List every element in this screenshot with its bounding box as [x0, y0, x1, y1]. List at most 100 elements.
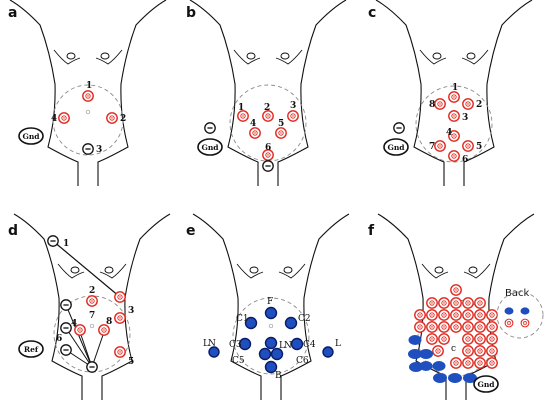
electrode-label: 1 — [238, 103, 244, 113]
panel-e: e F C1 C2 C3 C4 C5 C6 B L N L N L — [186, 213, 350, 401]
panel-e-letter: e — [186, 223, 196, 239]
red-electrode — [462, 357, 474, 369]
red-electrode — [438, 297, 450, 309]
back-placement-circle — [496, 291, 544, 339]
panel-d: d 1 2 3 4 5 6 7 8 Ref — [8, 213, 171, 401]
red-electrode — [462, 98, 474, 110]
electrode-label: 2 — [264, 103, 270, 113]
electrode-label: C1 — [236, 314, 249, 324]
electrode-label: 3 — [462, 113, 468, 123]
electrode-label: 5 — [128, 357, 134, 367]
lead-wire — [52, 240, 121, 298]
electrode-label: 2 — [476, 100, 482, 110]
red-electrode — [504, 318, 514, 328]
red-electrode — [450, 297, 462, 309]
reference-electrode-icon — [60, 344, 72, 356]
panel-f-letter: f — [368, 223, 375, 239]
red-electrode — [462, 297, 474, 309]
electrode-label: 3 — [128, 306, 134, 316]
electrode-label: 2 — [120, 114, 126, 124]
red-electrode — [438, 333, 450, 345]
electrode-label: 3 — [96, 145, 102, 155]
red-electrode — [434, 98, 446, 110]
electrode-label: C4 — [303, 340, 316, 350]
electrode-label: 6 — [462, 155, 468, 165]
red-electrode — [474, 309, 486, 321]
red-electrode — [249, 127, 261, 139]
electrode-label: 6 — [265, 143, 271, 153]
panel-b-letter: b — [186, 5, 196, 21]
red-electrode — [462, 345, 474, 357]
red-electrode — [58, 112, 70, 124]
placement-circle — [415, 85, 493, 163]
placement-circle — [52, 84, 124, 156]
red-electrode — [462, 309, 474, 321]
red-electrode — [82, 90, 94, 102]
ground-label: Gnd — [387, 143, 405, 152]
lead-wire — [65, 327, 93, 368]
red-electrode — [520, 318, 530, 328]
electrode-label: 4 — [250, 119, 256, 129]
electrode-label: B — [275, 371, 282, 381]
electrode-label: C3 — [229, 340, 242, 350]
panel-b: b 1 2 3 4 5 6 Gnd — [186, 0, 347, 187]
electrode-label: 1 — [86, 81, 92, 91]
red-electrode — [486, 333, 498, 345]
red-electrode — [450, 309, 462, 321]
red-electrode — [438, 321, 450, 333]
electrode-label: 3 — [290, 101, 296, 111]
red-electrode — [486, 345, 498, 357]
red-electrode — [450, 321, 462, 333]
red-electrode — [114, 312, 126, 324]
electrode-label: F — [267, 297, 273, 307]
red-electrode — [474, 345, 486, 357]
panel-f: f c Back Gnd — [368, 213, 544, 401]
red-electrode — [438, 309, 450, 321]
lead-wire — [65, 304, 93, 368]
electrode-label: L — [335, 339, 341, 349]
electrode-label: 8 — [429, 100, 435, 110]
red-electrode — [106, 112, 118, 124]
electrode-label: N — [208, 339, 216, 349]
electrode-label: 4 — [51, 114, 57, 124]
red-electrode — [448, 150, 460, 162]
red-electrode — [434, 140, 446, 152]
electrode-label: 2 — [89, 286, 95, 296]
electrode-label: L — [279, 341, 285, 351]
electrode-label: 8 — [106, 317, 112, 327]
electrode-label: N — [284, 341, 292, 351]
red-electrode — [462, 321, 474, 333]
reference-electrode — [18, 340, 44, 358]
red-electrode — [486, 357, 498, 369]
red-electrode — [474, 357, 486, 369]
ground-electrode — [473, 375, 499, 393]
red-electrode — [414, 321, 426, 333]
red-electrode — [275, 127, 287, 139]
electrode-label: C2 — [298, 314, 311, 324]
placement-circle — [232, 297, 310, 375]
red-electrode — [450, 357, 462, 369]
reference-electrode-icon — [47, 235, 59, 247]
panel-a-letter: a — [8, 5, 17, 21]
ground-label: Gnd — [22, 132, 40, 141]
blue-electrode-pads — [408, 335, 477, 383]
red-electrode — [287, 110, 299, 122]
red-electrode — [486, 309, 498, 321]
red-electrode — [462, 333, 474, 345]
panel-d-letter: d — [8, 223, 18, 239]
red-electrode — [448, 91, 460, 103]
electrode-label: 1 — [452, 83, 458, 93]
lead-wire — [91, 331, 105, 368]
red-electrode — [426, 333, 438, 345]
electrode-label: L — [203, 339, 209, 349]
red-electrode — [432, 345, 444, 357]
electrode-label: C6 — [296, 356, 309, 366]
reference-electrode-icon — [204, 122, 216, 134]
ground-electrode — [197, 138, 223, 156]
panel-c: c 1 2 3 4 5 6 7 8 Gnd — [368, 0, 533, 187]
red-electrode — [414, 309, 426, 321]
red-electrode — [426, 321, 438, 333]
lead-wire — [79, 331, 93, 368]
reference-electrode-icon — [393, 122, 405, 134]
